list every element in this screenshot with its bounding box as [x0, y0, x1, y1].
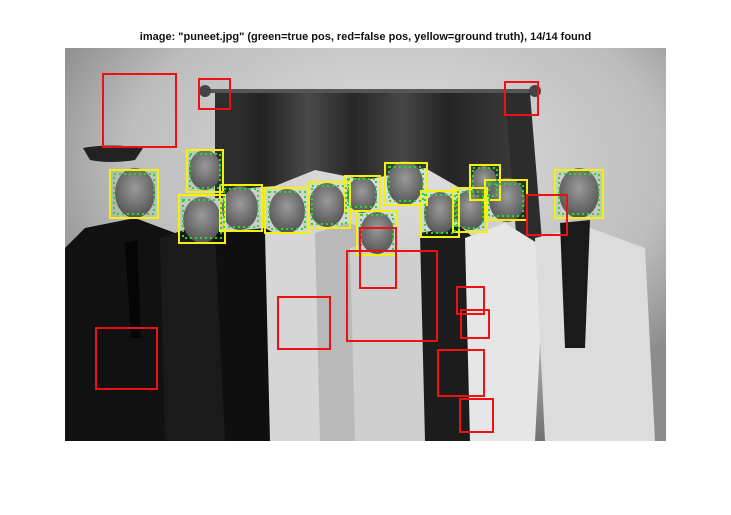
faces — [115, 150, 599, 254]
ground-truth-boxes — [109, 149, 604, 256]
curtain-rod — [200, 89, 540, 93]
person-white-blouse — [465, 223, 545, 441]
figure-title: image: "puneet.jpg" (green=true pos, red… — [139, 31, 592, 43]
curtain-valance — [215, 93, 525, 193]
false-positive-boxes — [95, 73, 568, 433]
photo-svg — [65, 48, 666, 441]
lamp — [83, 145, 143, 162]
curtain-left — [215, 93, 240, 198]
photo-panel — [65, 48, 666, 441]
